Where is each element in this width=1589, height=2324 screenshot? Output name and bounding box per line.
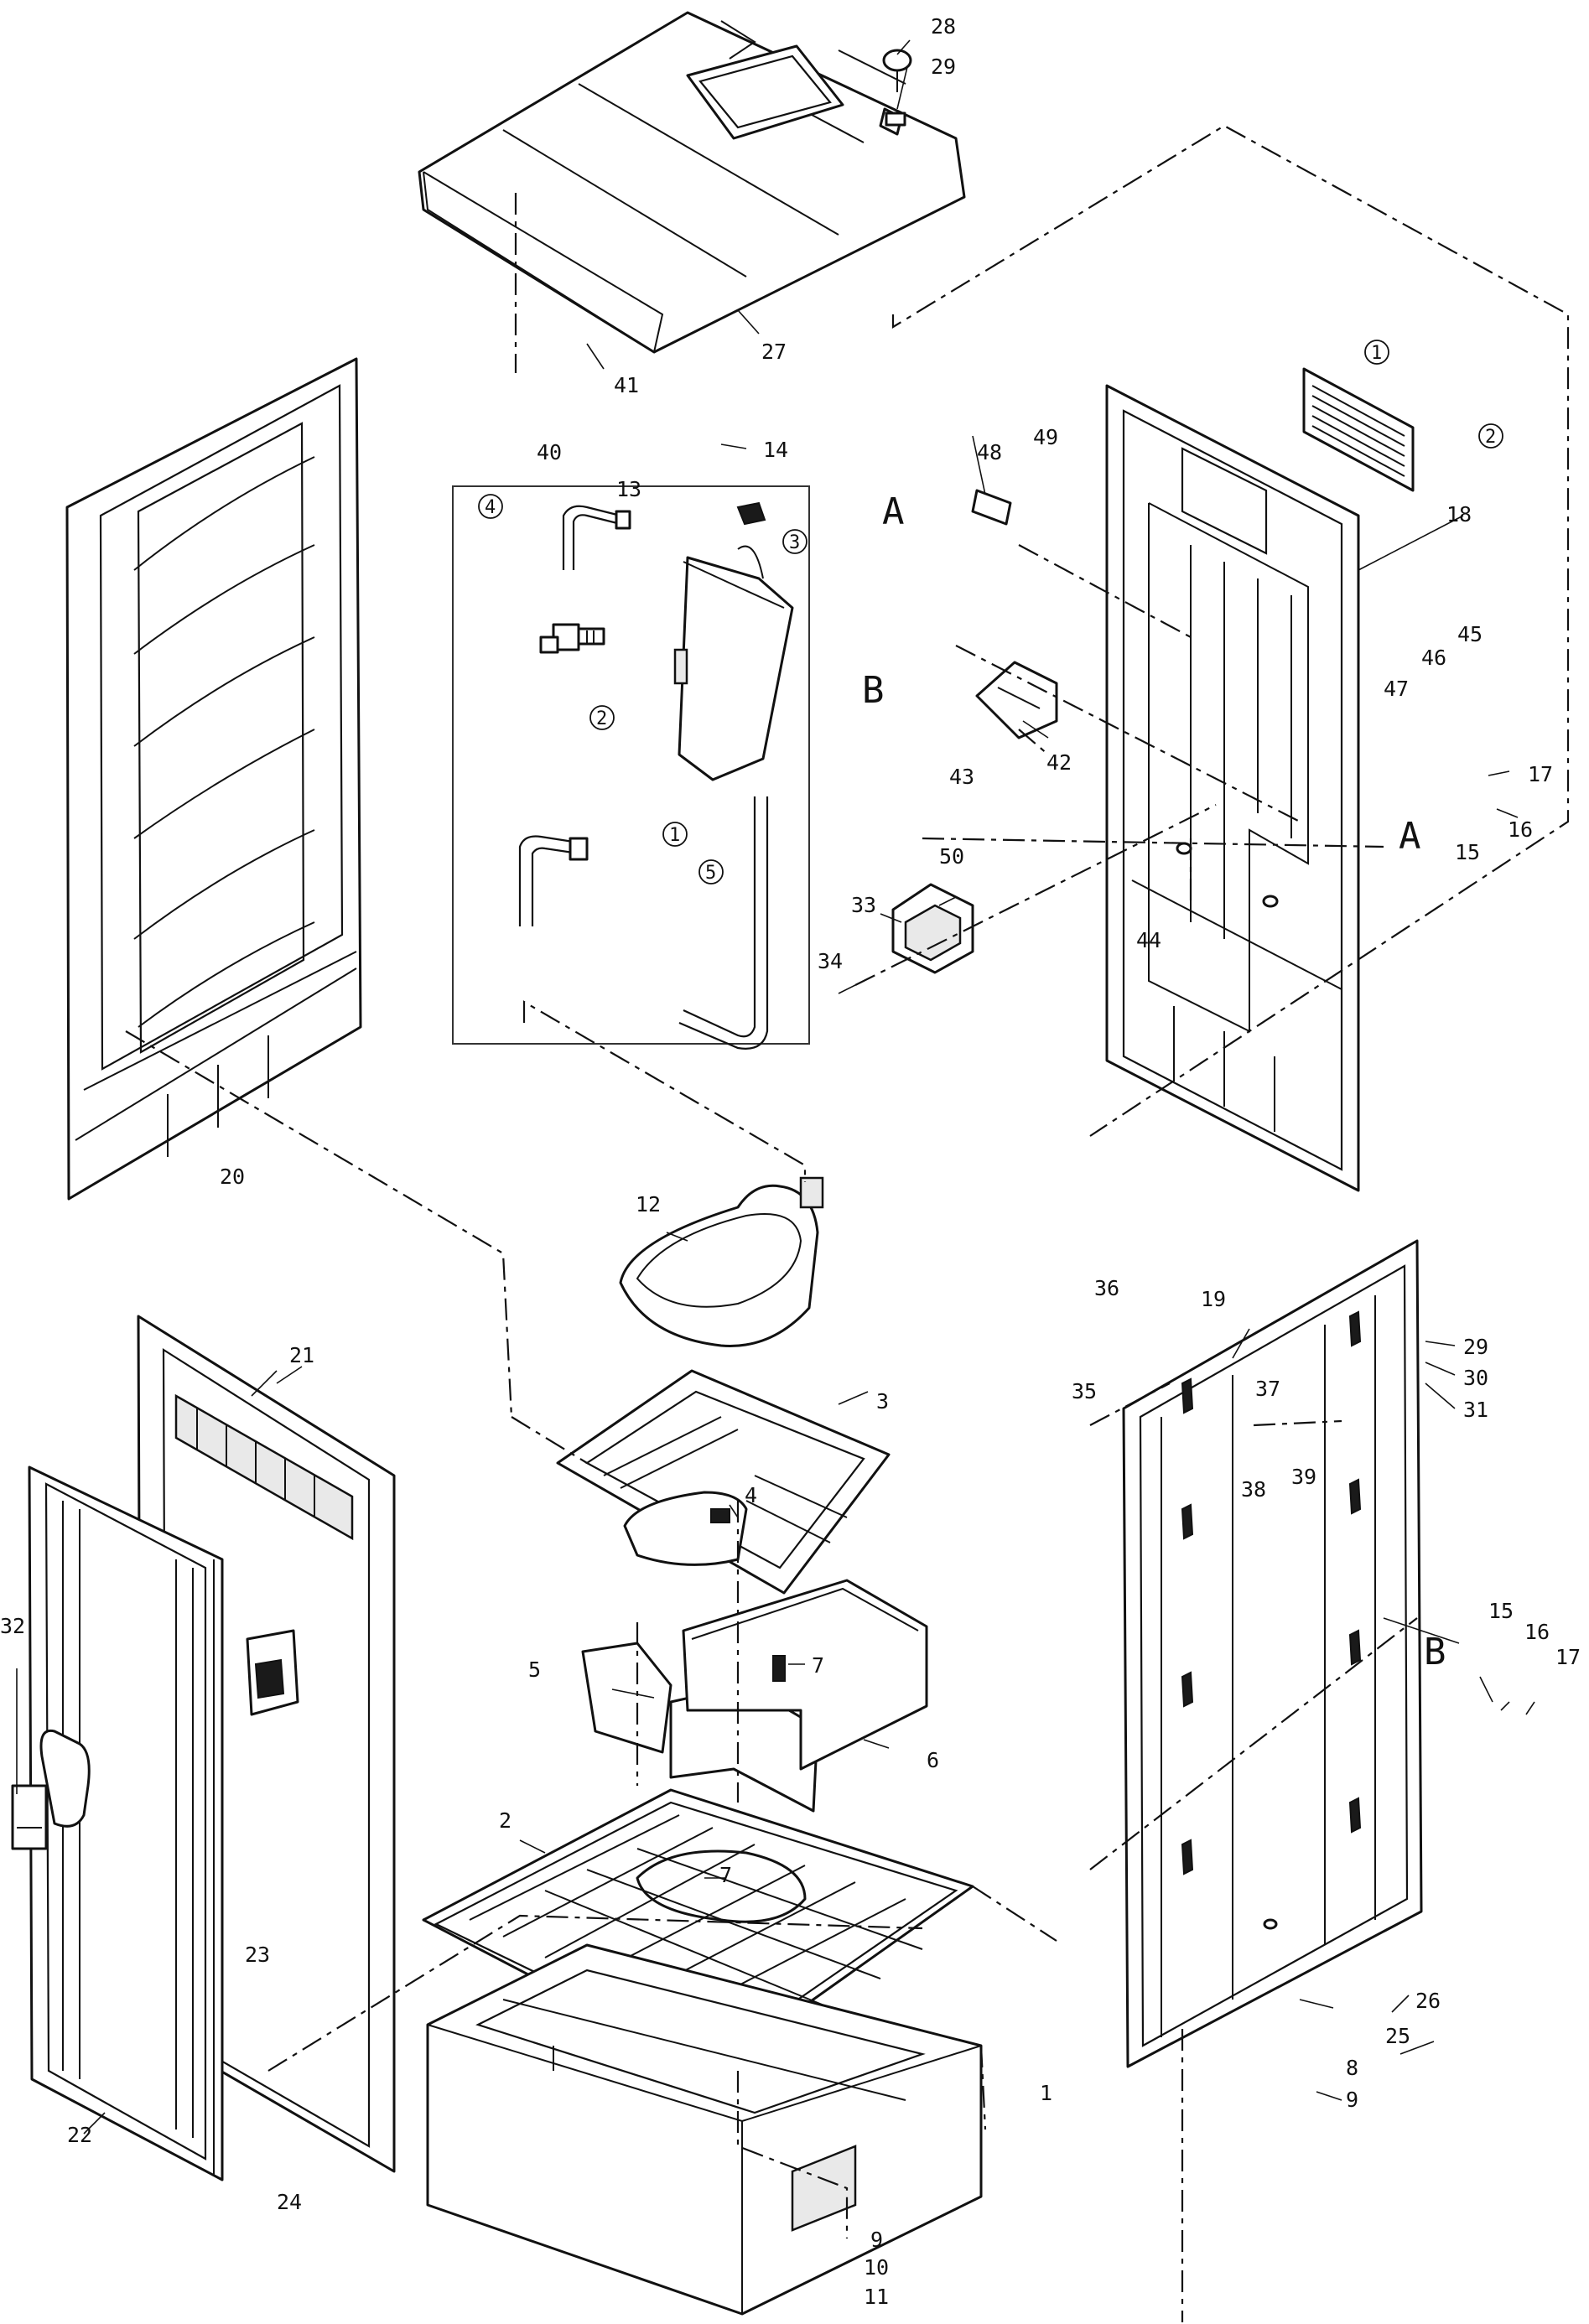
sub-callout-tank-2: 2 bbox=[596, 708, 607, 729]
callout-16: 16 bbox=[1508, 817, 1533, 842]
callout-20: 20 bbox=[220, 1165, 245, 1189]
callout-41: 41 bbox=[614, 373, 639, 397]
callout-11: 11 bbox=[864, 2285, 889, 2309]
callout-17: 17 bbox=[1528, 762, 1553, 786]
eye-bolt bbox=[882, 49, 912, 127]
callout-1: 1 bbox=[1040, 2081, 1052, 2105]
vent-louver bbox=[1302, 367, 1415, 492]
callout-40: 40 bbox=[537, 440, 562, 464]
callout-6: 6 bbox=[927, 1748, 939, 1772]
assembly-lines bbox=[125, 124, 1570, 2322]
callout-2: 2 bbox=[499, 1808, 511, 1833]
callout-49: 49 bbox=[1033, 425, 1058, 449]
callout-19: 19 bbox=[1201, 1287, 1226, 1311]
door-handle bbox=[11, 1729, 91, 1850]
callout-30: 30 bbox=[1463, 1366, 1488, 1390]
urinal-bowl bbox=[619, 1176, 824, 1347]
sub-callout-vent-1: 1 bbox=[1371, 343, 1382, 364]
callout-43: 43 bbox=[949, 765, 974, 789]
bracket bbox=[975, 661, 1058, 739]
callout-37: 37 bbox=[1255, 1377, 1280, 1401]
callout-4: 4 bbox=[745, 1483, 757, 1507]
callout-24: 24 bbox=[277, 2190, 302, 2214]
door-latch bbox=[246, 1629, 299, 1716]
roof-panel bbox=[418, 11, 966, 354]
callout-38: 38 bbox=[1241, 1477, 1266, 1502]
wall-ribs bbox=[133, 456, 315, 1028]
callout-3: 3 bbox=[876, 1389, 889, 1414]
left-wall-panel bbox=[65, 357, 362, 1201]
callout-25: 25 bbox=[1385, 2024, 1410, 2048]
callout-23: 23 bbox=[245, 1943, 270, 1967]
callout-16b: 16 bbox=[1524, 1620, 1550, 1644]
flush-tank bbox=[673, 501, 794, 781]
base-frame bbox=[426, 1943, 983, 2316]
rear-skirt bbox=[682, 1579, 928, 1771]
bolt bbox=[710, 1508, 730, 1523]
bolt bbox=[772, 1655, 786, 1682]
view-marker-a: A bbox=[882, 490, 905, 533]
callout-45: 45 bbox=[1457, 622, 1483, 646]
stop-valve bbox=[539, 623, 605, 654]
sub-callout-tank-4: 4 bbox=[485, 497, 496, 518]
view-marker-a-wall: A bbox=[1399, 815, 1421, 858]
view-marker-b-wall: B bbox=[1424, 1631, 1446, 1673]
circled-sub-callouts: 4 3 2 1 5 1 2 bbox=[478, 340, 1503, 884]
sub-callout-tank-3: 3 bbox=[789, 532, 800, 553]
callout-39: 39 bbox=[1291, 1465, 1316, 1489]
callout-29b: 29 bbox=[1463, 1335, 1488, 1359]
leader-lines bbox=[16, 39, 1535, 2135]
callout-50: 50 bbox=[939, 844, 964, 869]
callout-31: 31 bbox=[1463, 1398, 1488, 1422]
callouts: 28 29 27 41 40 14 13 A B 48 49 18 45 46 … bbox=[0, 14, 1581, 2309]
callout-7b: 7 bbox=[719, 1863, 732, 1887]
callout-21: 21 bbox=[289, 1343, 314, 1367]
callout-15b: 15 bbox=[1488, 1599, 1514, 1623]
callout-34: 34 bbox=[818, 949, 843, 973]
urinal-tank-assembly-box bbox=[452, 485, 810, 1045]
callout-33: 33 bbox=[851, 893, 876, 917]
callout-44: 44 bbox=[1136, 928, 1161, 952]
callout-26: 26 bbox=[1415, 1989, 1441, 2013]
side-wall-panel bbox=[1122, 1239, 1423, 2068]
callout-17b: 17 bbox=[1555, 1645, 1581, 1669]
callout-28: 28 bbox=[931, 14, 956, 39]
callout-27: 27 bbox=[761, 340, 787, 364]
supply-pipe bbox=[562, 505, 631, 570]
callout-18: 18 bbox=[1446, 502, 1472, 527]
callout-14: 14 bbox=[763, 438, 788, 462]
view-marker-b: B bbox=[862, 669, 885, 712]
callout-5: 5 bbox=[528, 1657, 541, 1682]
sub-callout-tank-5: 5 bbox=[705, 863, 716, 884]
callout-10: 10 bbox=[864, 2255, 889, 2280]
drain-pipe bbox=[518, 796, 769, 1050]
callout-8: 8 bbox=[1346, 2056, 1358, 2080]
callout-42: 42 bbox=[1046, 750, 1072, 775]
sub-callout-vent-2: 2 bbox=[1485, 427, 1496, 448]
plate bbox=[971, 489, 1012, 526]
callout-46: 46 bbox=[1421, 646, 1446, 670]
callout-29: 29 bbox=[931, 54, 956, 79]
sub-callout-tank-1: 1 bbox=[669, 825, 680, 846]
callout-15: 15 bbox=[1455, 840, 1480, 864]
callout-36: 36 bbox=[1094, 1276, 1119, 1300]
callout-22: 22 bbox=[67, 2123, 92, 2147]
callout-7a: 7 bbox=[812, 1653, 824, 1678]
front-skirt bbox=[581, 1642, 819, 1813]
callout-47: 47 bbox=[1384, 677, 1409, 701]
callout-32: 32 bbox=[0, 1614, 25, 1638]
door-panel bbox=[28, 1465, 224, 2181]
callout-35: 35 bbox=[1072, 1379, 1097, 1403]
paper-holder bbox=[891, 883, 974, 974]
callout-13: 13 bbox=[616, 477, 641, 501]
callout-12: 12 bbox=[636, 1192, 661, 1216]
callout-9b: 9 bbox=[870, 2228, 883, 2252]
callout-9a: 9 bbox=[1346, 2088, 1358, 2112]
callout-48: 48 bbox=[977, 440, 1002, 464]
